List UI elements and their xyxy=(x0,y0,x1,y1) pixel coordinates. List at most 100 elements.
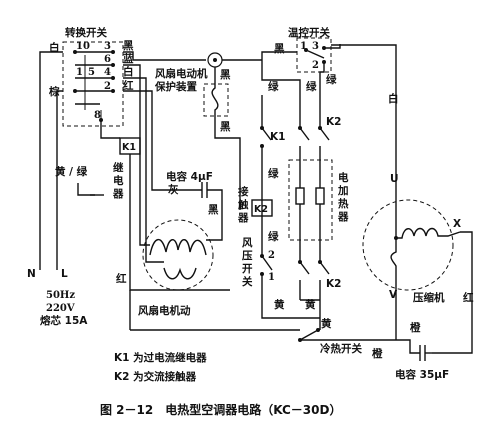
neutral-wire xyxy=(39,51,63,270)
switch-pin-10: 10 xyxy=(76,41,90,52)
ground-wire xyxy=(77,183,95,196)
fan-motor-housing xyxy=(142,219,214,291)
white-wire-label: 白 xyxy=(49,41,60,54)
heater-element-a xyxy=(295,187,305,205)
switch-pin-6: 6 xyxy=(104,54,111,65)
thermostat-pin-1: 1 xyxy=(300,41,307,52)
fan-cap-wire-right xyxy=(207,189,223,218)
k2-coil-box xyxy=(251,199,273,217)
thermostat-out-bottom xyxy=(319,62,325,130)
fan-motor-label: 风扇电机动 xyxy=(138,304,191,317)
white-feed-to-compressor xyxy=(331,44,397,220)
orange-label-b: 橙 xyxy=(372,347,383,360)
fan-lead-a xyxy=(139,155,150,246)
live-wire xyxy=(56,90,63,270)
pressure-switch-text-3: 开 xyxy=(242,263,253,275)
legend-k2: K2 为交流接触器 xyxy=(114,370,197,383)
k2-contact-top-label: K2 xyxy=(326,116,341,128)
pressure-switch-pin-2: 2 xyxy=(268,250,275,261)
yellow-label-b: 黄 xyxy=(305,298,316,311)
pressure-switch-pin-1: 1 xyxy=(268,272,275,283)
orange-label-a: 橙 xyxy=(410,321,421,334)
heater-text-4: 器 xyxy=(337,211,349,223)
fan-protector-label-2: 保护装置 xyxy=(154,80,197,93)
thermostat-black-label: 黑 xyxy=(274,43,285,55)
protector-black-top: 黑 xyxy=(220,69,231,81)
fan-capacitor-label: 电容 4μF xyxy=(166,170,213,183)
wire-red-label: 红 xyxy=(123,79,134,92)
compressor-red-label: 红 xyxy=(463,291,474,304)
fan-motor-winding-left xyxy=(149,238,179,256)
fan-motor-winding-bottom xyxy=(163,267,197,280)
protector-black-bottom: 黑 xyxy=(220,121,231,133)
relay-text-1: 继 xyxy=(113,161,124,174)
supply-voltage: 220V xyxy=(46,303,75,314)
thermostat-box xyxy=(296,37,332,73)
transfer-switch xyxy=(62,41,124,127)
legend-k1: K1 为过电流继电器 xyxy=(114,351,207,364)
contactor-text-3: 器 xyxy=(237,212,249,224)
wire-blue-label: 蓝 xyxy=(123,52,134,65)
protector-to-fan-wire xyxy=(214,118,241,210)
green-label-c: 绿 xyxy=(268,167,279,180)
relay-text-3: 器 xyxy=(112,188,124,200)
yellow-label-c: 黄 xyxy=(321,317,332,330)
fan-lead-b xyxy=(145,160,164,263)
green-label-b: 绿 xyxy=(306,80,317,93)
n-terminal-label: N xyxy=(27,268,36,280)
pressure-switch-lower xyxy=(261,274,320,319)
comp-cap-wire-left xyxy=(396,339,420,354)
switch-pin-8: 8 xyxy=(94,110,101,121)
fan-motor-winding-right xyxy=(177,239,207,256)
compressor-winding-x xyxy=(396,227,461,239)
compressor-housing xyxy=(362,199,454,291)
fan-red-label: 红 xyxy=(116,272,127,285)
pressure-switch-text-4: 关 xyxy=(242,275,253,288)
thermostat-green-label: 绿 xyxy=(326,73,337,86)
compressor-u-label: U xyxy=(390,173,399,185)
pressure-switch-text-2: 压 xyxy=(242,250,253,262)
transfer-switch-box xyxy=(62,41,124,127)
fan-protector-element xyxy=(211,67,219,118)
supply-frequency: 50Hz xyxy=(46,290,75,301)
pressure-switch-text-1: 风 xyxy=(242,237,253,249)
fan-feed-blue xyxy=(123,64,141,155)
figure-caption: 图 2－12 电热型空调器电路（KC－30D） xyxy=(100,402,341,417)
cool-heat-switch-label: 冷热开关 xyxy=(320,342,362,355)
k1-feed-wire xyxy=(100,120,120,139)
compressor-v-label: V xyxy=(389,289,398,301)
heater-element-b xyxy=(315,187,325,205)
heater-text-2: 加 xyxy=(337,184,349,197)
heater-bus xyxy=(261,60,301,95)
wire-black-label: 黑 xyxy=(123,40,134,52)
switch-pin-1: 1 xyxy=(76,67,83,78)
fan-lead-c xyxy=(206,218,223,241)
green-label-d: 绿 xyxy=(268,230,279,243)
transfer-switch-title: 转换开关 xyxy=(65,26,107,39)
k2-coil-label: K2 xyxy=(254,204,268,215)
relay-text-2: 电 xyxy=(113,174,124,187)
fan-feed-red xyxy=(123,90,153,175)
thermostat-pin-2: 2 xyxy=(312,60,319,71)
k1-relay-label: K1 xyxy=(122,142,136,153)
compressor-winding-u xyxy=(390,220,397,290)
top-bus-left xyxy=(123,51,206,61)
compressor-label: 压缩机 xyxy=(413,291,445,304)
heater-text-1: 电 xyxy=(338,171,349,184)
fan-protector-label-1: 风扇电动机 xyxy=(155,67,208,80)
thermostat-title: 温控开关 xyxy=(288,26,330,39)
compressor-capacitor-label: 电容 35μF xyxy=(395,368,449,381)
compressor-x-to-cap xyxy=(432,231,473,354)
compressor-x-label: X xyxy=(453,218,461,230)
switch-pin-5: 5 xyxy=(88,67,95,78)
thermostat-input-wire xyxy=(261,51,297,60)
supply-fuse: 熔芯 15A xyxy=(40,314,88,327)
fan-black-label: 黑 xyxy=(208,204,219,216)
thermostat-pin-3: 3 xyxy=(312,41,319,52)
k1-contact-label: K1 xyxy=(270,131,285,143)
switch-pin-2: 2 xyxy=(104,81,111,92)
heater-box xyxy=(288,159,333,241)
l-terminal-label: L xyxy=(61,268,68,280)
contactor-text-2: 触 xyxy=(237,198,249,211)
